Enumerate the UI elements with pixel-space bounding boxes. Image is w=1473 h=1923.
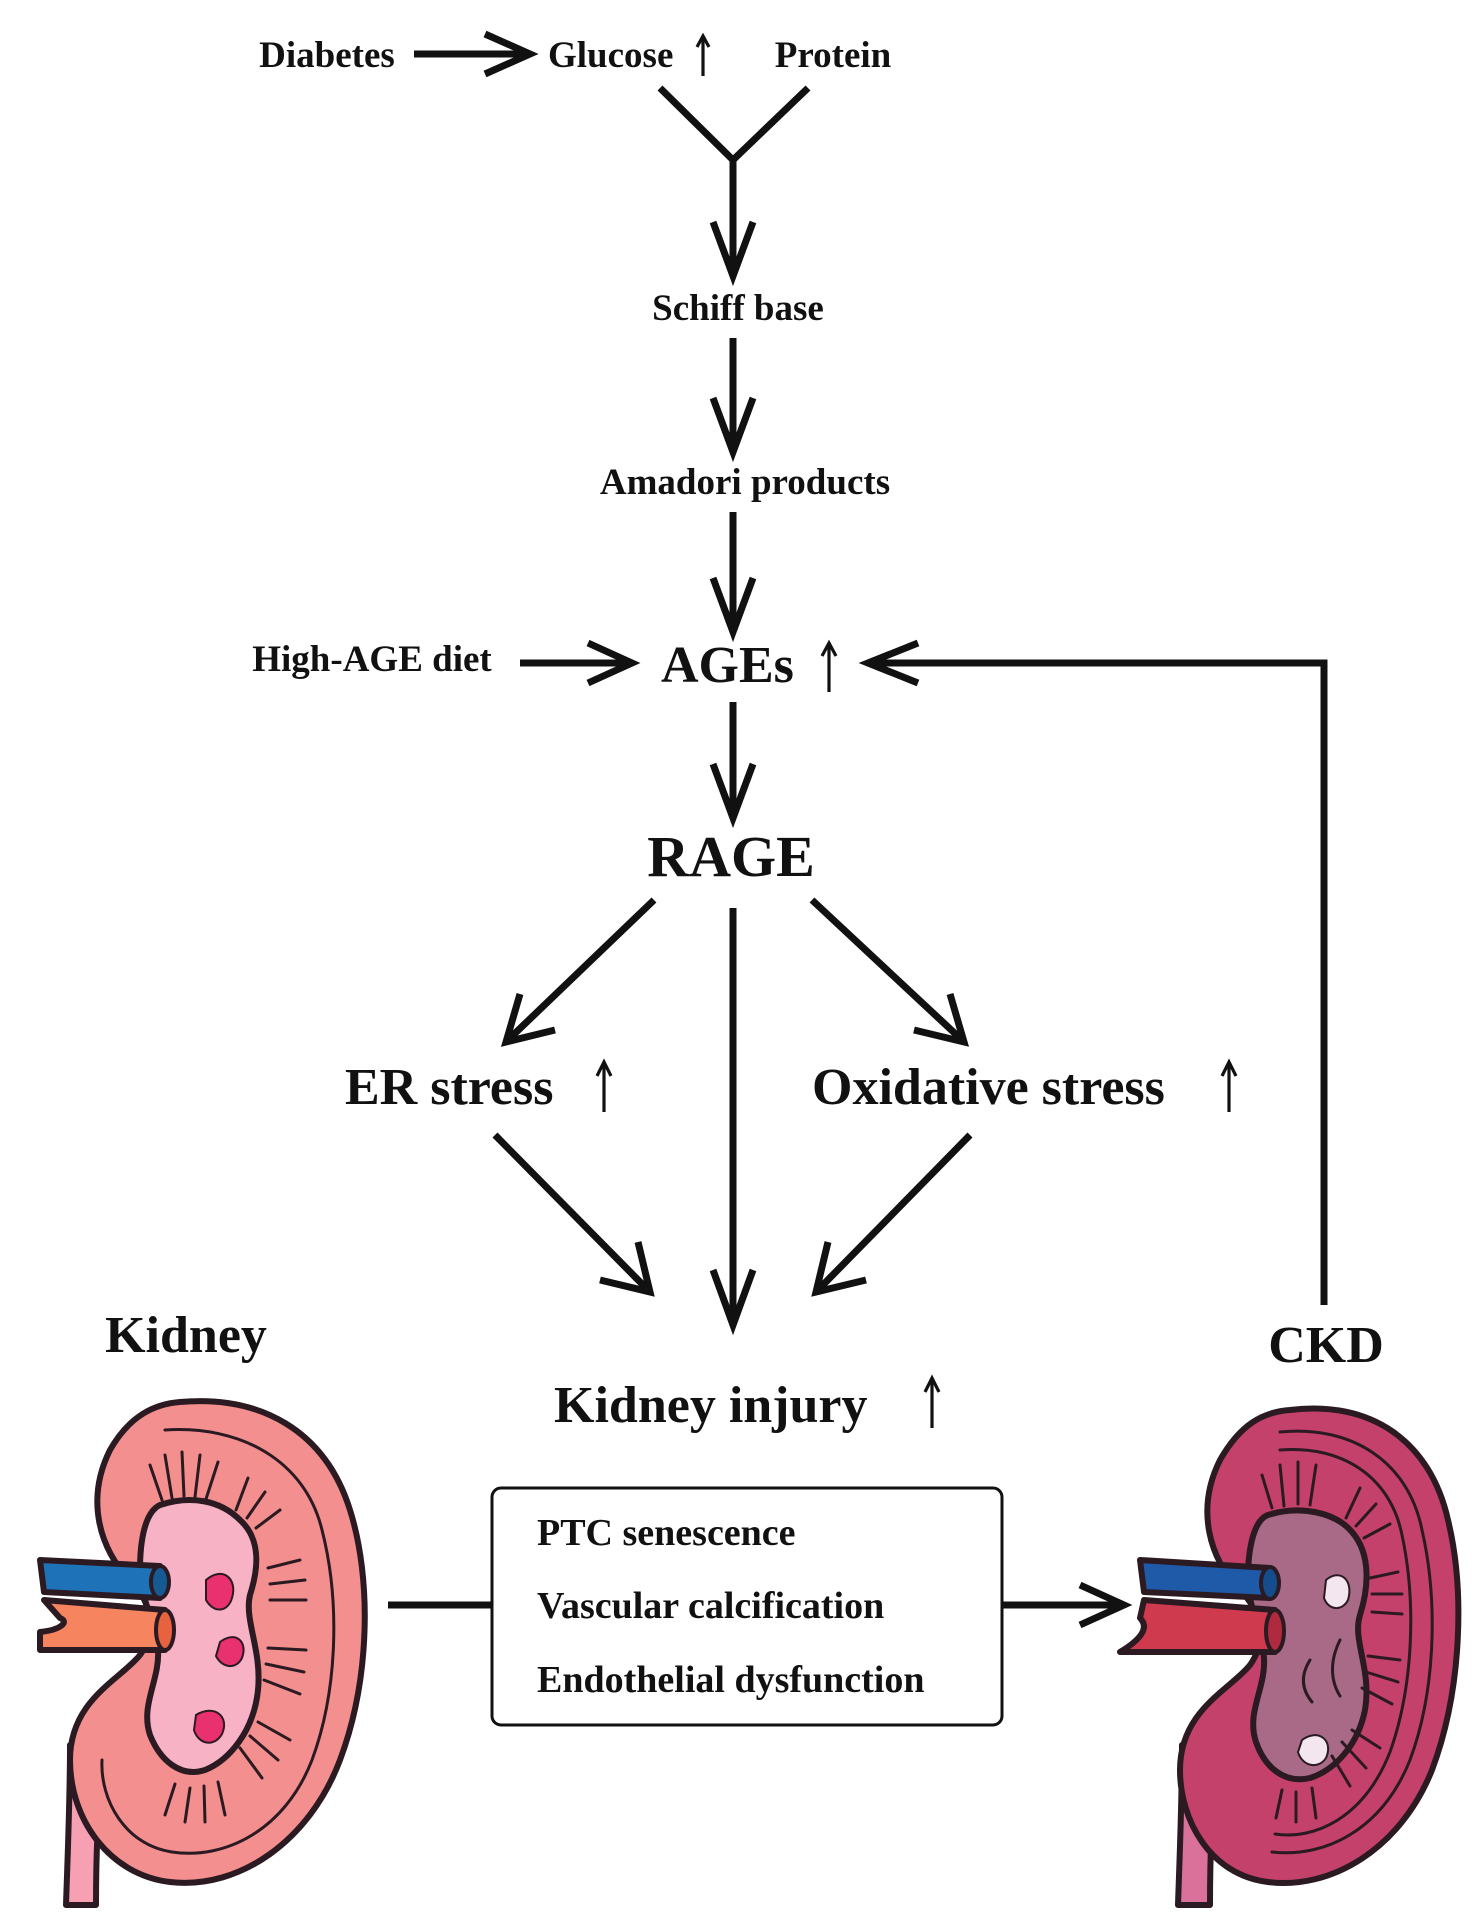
node-schiff-base: Schiff base xyxy=(652,288,824,329)
merge-glucose-protein xyxy=(657,85,811,165)
medullary-pyramid xyxy=(1296,1734,1329,1767)
medullary-pyramid xyxy=(192,1709,225,1744)
medullary-pyramid xyxy=(1322,1574,1351,1609)
scar-mark xyxy=(1302,1658,1314,1704)
node-amadori-products: Amadori products xyxy=(600,462,890,503)
label-ckd: CKD xyxy=(1268,1317,1384,1374)
increase-arrow-icon xyxy=(695,32,711,76)
arrow-rage-to-oxidative-stress xyxy=(809,897,970,1047)
connector-lines xyxy=(388,30,1328,1629)
ckd-kidney-illustration xyxy=(1117,1405,1462,1908)
outcome-box-frame xyxy=(490,1486,1004,1727)
arrow-ckd-feedback-to-ages xyxy=(858,639,1328,1305)
outcome-box: PTC senescence Vascular calcification En… xyxy=(490,1486,1004,1727)
node-rage: RAGE xyxy=(647,824,815,889)
node-ages: AGEs xyxy=(661,637,794,694)
outcome-item: Endothelial dysfunction xyxy=(537,1659,925,1701)
tubule-tufts xyxy=(148,1450,308,1824)
arrow-oxidative-to-kidney-injury xyxy=(811,1132,973,1297)
scar-mark xyxy=(1331,1638,1342,1698)
node-oxidative-stress: Oxidative stress xyxy=(812,1059,1165,1116)
increase-arrow-icon xyxy=(1220,1058,1238,1112)
increase-arrow-icon xyxy=(595,1058,613,1112)
tubule-tufts xyxy=(1260,1460,1404,1824)
node-labels: Diabetes Glucose Protein Schiff base Ama… xyxy=(105,32,1384,1434)
node-high-age-diet: High-AGE diet xyxy=(252,639,492,680)
node-er-stress: ER stress xyxy=(345,1059,553,1116)
healthy-kidney-illustration xyxy=(37,1398,368,1908)
medullary-pyramid xyxy=(205,1573,235,1611)
arrow-merge-to-schiff xyxy=(709,160,757,287)
arrow-diabetes-to-glucose xyxy=(414,30,539,78)
label-kidney: Kidney xyxy=(105,1307,267,1364)
node-kidney-injury: Kidney injury xyxy=(554,1377,868,1434)
increase-arrow-icon xyxy=(923,1374,941,1428)
increase-arrow-icon xyxy=(820,639,838,692)
renal-vein xyxy=(37,1557,163,1601)
node-protein: Protein xyxy=(775,35,892,76)
outcome-item: Vascular calcification xyxy=(537,1585,884,1627)
arrow-rage-to-er-stress xyxy=(500,897,657,1047)
outcome-item: PTC senescence xyxy=(537,1512,796,1554)
arrow-diet-to-ages xyxy=(520,639,641,687)
arrow-amadori-to-ages xyxy=(709,512,757,643)
medullary-pyramid xyxy=(214,1636,245,1667)
node-diabetes: Diabetes xyxy=(259,35,395,76)
renal-artery xyxy=(1117,1597,1278,1655)
renal-artery xyxy=(37,1597,168,1653)
arrow-box-to-ckd xyxy=(1003,1581,1133,1629)
renal-pelvis xyxy=(137,1497,262,1775)
renal-vein xyxy=(1137,1557,1273,1601)
arrow-er-to-kidney-injury xyxy=(492,1132,655,1297)
kidney-cortex-line xyxy=(100,1428,336,1855)
node-glucose: Glucose xyxy=(548,35,673,76)
kidney-cortex-line xyxy=(1270,1429,1434,1855)
arrow-ages-to-rage xyxy=(709,702,757,829)
arrow-rage-to-kidney-injury xyxy=(709,908,757,1336)
arrow-schiff-to-amadori xyxy=(709,338,757,463)
kidney-cortex-line xyxy=(1273,1447,1413,1837)
